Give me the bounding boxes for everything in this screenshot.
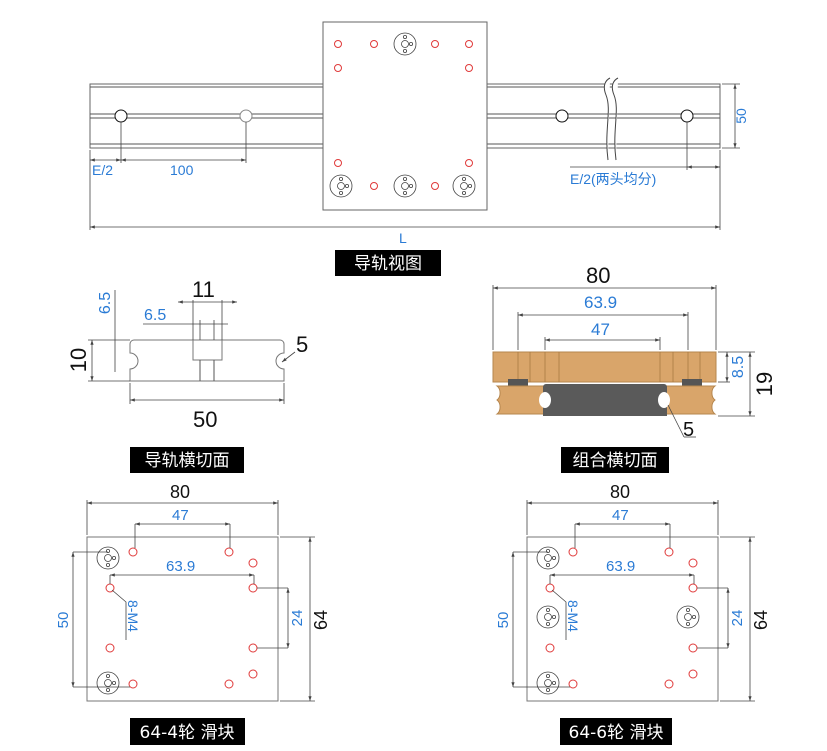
slider-6-wheel: 80 47 63.9 50 64 24 8-M4 64-6轮 滑块 — [495, 482, 771, 745]
hole-spec-label: 8-M4 — [565, 600, 581, 632]
dim-wheel-span-label: 50 — [495, 612, 512, 629]
wheel-icon — [96, 546, 120, 570]
dim-end-label: E/2 — [92, 162, 113, 178]
slider-4-caption: 64-4轮 滑块 — [140, 723, 235, 743]
slider-4-wheel: 80 47 63.9 50 64 24 8-M4 64-4轮 滑块 — [55, 482, 331, 745]
wheel-icon — [393, 174, 417, 198]
rail-hole — [555, 109, 569, 123]
rail-top-view: E/2 100 E/2(两头均分) L 50 导轨视图 — [89, 21, 749, 276]
dim-vert-span-label: 24 — [289, 610, 306, 627]
combined-cross-section: 80 63.9 47 8.5 19 5 组合横切面 — [492, 263, 777, 473]
hole-spec-label: 8-M4 — [125, 600, 141, 632]
wheel-icon — [536, 671, 560, 695]
caption-box — [130, 447, 244, 473]
caption-box — [130, 718, 245, 745]
rail-section-caption: 导轨横切面 — [145, 451, 230, 471]
dim-groove-label: 5 — [683, 419, 694, 441]
dim-inner-span-label: 47 — [591, 320, 610, 339]
rail-view-caption: 导轨视图 — [354, 254, 422, 274]
dim-width-label: 80 — [586, 263, 610, 288]
wheel-icon — [452, 174, 476, 198]
dim-plate-label: 8.5 — [730, 356, 747, 378]
dim-width-label: 80 — [610, 482, 630, 502]
dim-slot-depth-label: 6.5 — [97, 292, 114, 314]
dim-top-span-label: 47 — [172, 507, 189, 524]
dim-hole-span-label: 63.9 — [584, 293, 617, 312]
rail-profile — [543, 384, 667, 416]
dim-wheel-span-label: 50 — [55, 612, 72, 629]
caption-box — [335, 250, 441, 276]
dim-length-label: L — [399, 230, 407, 246]
wheel-block — [495, 385, 546, 415]
wheel-icon — [96, 671, 120, 695]
wheel-block — [664, 385, 717, 415]
dim-slot-inner-label: 6.5 — [144, 307, 166, 324]
dim-height-label: 50 — [733, 108, 749, 124]
dim-mid-span-label: 63.9 — [606, 558, 635, 575]
dim-height-label: 64 — [751, 610, 771, 630]
rail-hole — [114, 109, 128, 123]
dim-vert-span-label: 24 — [729, 610, 746, 627]
wheel-icon — [676, 605, 700, 629]
wheel-icon — [329, 174, 353, 198]
combined-section-caption: 组合横切面 — [573, 451, 658, 471]
dim-width-label: 50 — [193, 407, 217, 432]
wheel-icon — [536, 546, 560, 570]
dim-top-span-label: 47 — [612, 507, 629, 524]
dim-pitch-label: 100 — [170, 162, 194, 178]
break-line — [603, 77, 619, 161]
dim-end-right-label: E/2(两头均分) — [570, 171, 656, 187]
dim-height-label: 64 — [311, 610, 331, 630]
dim-height-label: 19 — [752, 372, 777, 396]
dim-width-label: 80 — [170, 482, 190, 502]
caption-box — [560, 718, 672, 745]
wheel-icon — [393, 32, 417, 56]
wheel-icon — [536, 605, 560, 629]
caption-box — [561, 447, 669, 473]
dim-mid-span-label: 63.9 — [166, 558, 195, 575]
slider-6-caption: 64-6轮 滑块 — [569, 723, 664, 743]
dim-thickness-label: 10 — [66, 348, 91, 372]
carriage-plate — [322, 21, 488, 211]
rail-hole — [680, 109, 694, 123]
dim-groove-label: 5 — [296, 332, 308, 357]
rail-cross-section: 11 6.5 6.5 10 5 50 导轨横切面 — [66, 277, 308, 473]
dim-slot-label: 11 — [192, 277, 215, 302]
rail-hole — [239, 109, 253, 123]
